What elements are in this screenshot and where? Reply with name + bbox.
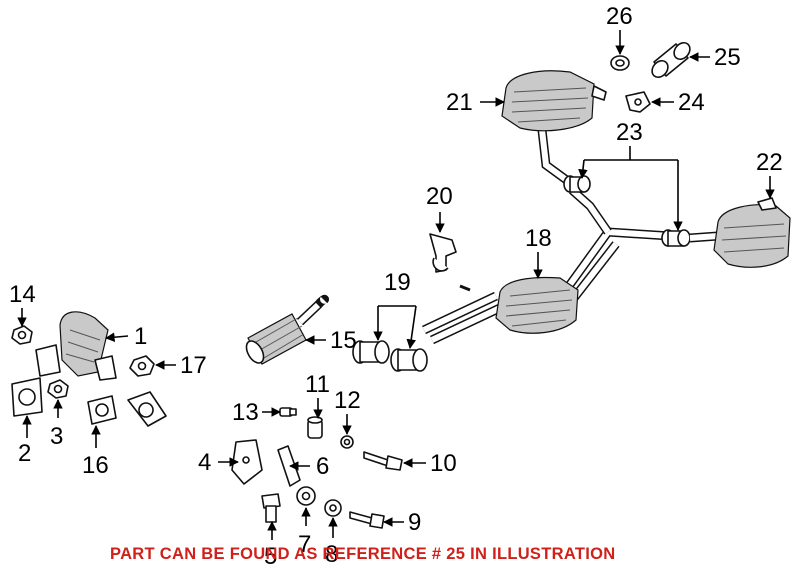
label-25: 25: [714, 44, 741, 71]
exhaust-tip: [651, 41, 691, 79]
label-15: 15: [330, 327, 357, 354]
label-4: 4: [198, 449, 211, 476]
label-2: 2: [18, 440, 31, 467]
rear-muffler-right: [689, 197, 791, 268]
reference-note: PART CAN BE FOUND AS REFERENCE # 25 IN I…: [110, 545, 615, 563]
label-17: 17: [180, 352, 207, 379]
spacer: [307, 416, 323, 439]
nut: [11, 325, 33, 345]
label-3: 3: [50, 423, 63, 450]
catalytic-converter: [245, 313, 307, 365]
label-10: 10: [430, 450, 457, 477]
label-8: 8: [325, 541, 338, 568]
label-1: 1: [134, 323, 147, 350]
label-18: 18: [525, 225, 552, 252]
label-22: 22: [756, 149, 783, 176]
bolt: [349, 511, 385, 529]
pipe-clamp: [661, 229, 691, 247]
pipe-clamp: [352, 340, 390, 364]
pipe-clamp: [563, 175, 591, 193]
label-7: 7: [298, 531, 311, 558]
rubber-hanger: [429, 233, 457, 273]
label-5: 5: [264, 543, 277, 568]
label-23: 23: [616, 119, 643, 146]
manifold-converter: [35, 311, 117, 381]
flange-gasket: [87, 391, 167, 427]
label-9: 9: [408, 509, 421, 536]
leader-lines: [17, 30, 775, 540]
center-pipes: [422, 186, 671, 345]
tail-pipe-left: [537, 129, 575, 188]
screw: [279, 407, 297, 417]
rear-muffler-left: [501, 70, 607, 132]
label-14: 14: [9, 281, 36, 308]
nut: [47, 379, 69, 399]
label-12: 12: [334, 387, 361, 414]
bushing: [296, 486, 316, 506]
label-24: 24: [678, 89, 705, 116]
center-muffler: [495, 276, 579, 334]
label-11: 11: [305, 371, 330, 398]
gasket: [11, 377, 43, 417]
label-26: 26: [606, 3, 633, 30]
rubber-mount: [625, 91, 651, 113]
washer: [340, 435, 354, 449]
bolt: [363, 451, 403, 471]
pipe-clamp: [390, 348, 428, 372]
label-13: 13: [232, 399, 259, 426]
bolt: [261, 493, 281, 523]
nut: [129, 355, 155, 377]
tip-gasket: [610, 55, 630, 71]
label-21: 21: [446, 89, 473, 116]
bushing: [324, 499, 342, 517]
hanger-bracket: [277, 445, 301, 487]
label-20: 20: [426, 183, 453, 210]
label-6: 6: [316, 453, 329, 480]
label-19: 19: [384, 269, 411, 296]
label-16: 16: [82, 452, 109, 479]
